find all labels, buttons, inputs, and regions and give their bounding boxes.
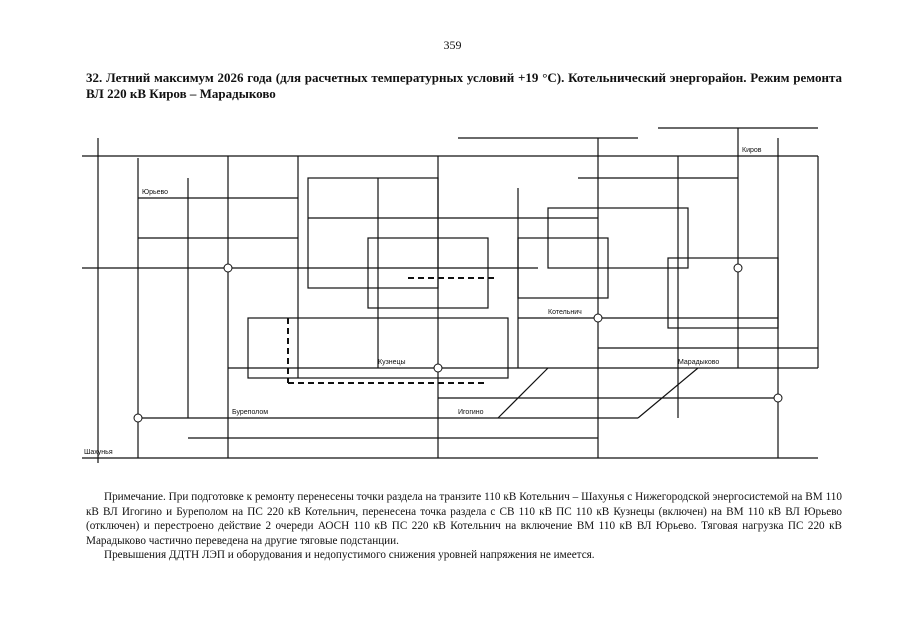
substation-block — [367, 237, 489, 309]
substation-block — [307, 177, 439, 289]
schematic-svg: Котельнич Шахунья Марадыково Киров Юрьев… — [82, 127, 819, 463]
note-section: Примечание. При подготовке к ремонту пер… — [86, 490, 842, 563]
node-marker — [133, 413, 143, 423]
node-marker — [773, 393, 783, 403]
substation-block — [547, 207, 689, 269]
page-number: 359 — [443, 38, 462, 52]
network-schematic: Котельнич Шахунья Марадыково Киров Юрьев… — [78, 118, 830, 474]
note-paragraph: Примечание. При подготовке к ремонту пер… — [86, 491, 842, 547]
diagram-label: Марадыково — [678, 359, 719, 366]
node-marker — [593, 313, 603, 323]
node-marker — [733, 263, 743, 273]
diagram-label: Бурепо­лом — [232, 409, 268, 416]
substation-block — [247, 317, 509, 379]
note-paragraph: Превышения ДДТН ЛЭП и оборудования и нед… — [104, 549, 595, 562]
substation-block — [667, 257, 779, 329]
tie-line — [497, 367, 549, 419]
page-title: 32. Летний максимум 2026 года (для расче… — [86, 70, 842, 101]
diagram-label: Игогино — [458, 409, 484, 416]
diagram-label: Кузнецы — [378, 359, 406, 366]
node-marker — [433, 363, 443, 373]
node-marker — [223, 263, 233, 273]
diagram-label: Шахунья — [84, 449, 113, 456]
diagram-label: Юрьево — [142, 189, 168, 196]
diagram-label: Киров — [742, 147, 762, 154]
tie-line — [637, 367, 699, 419]
diagram-label: Котельнич — [548, 309, 582, 316]
